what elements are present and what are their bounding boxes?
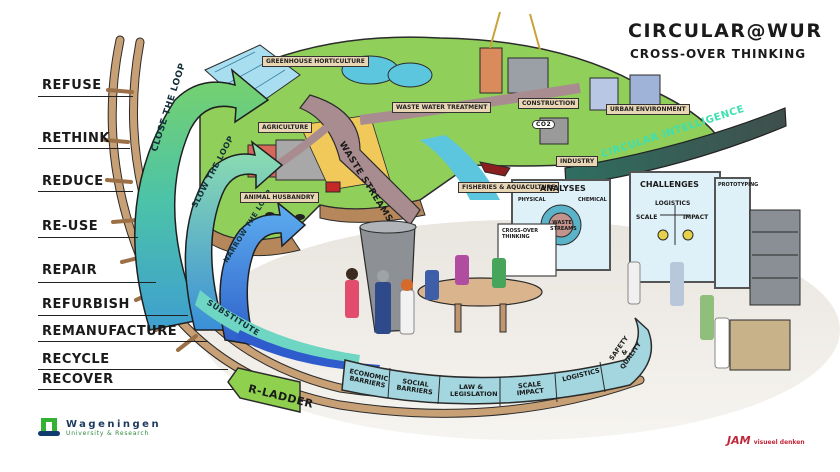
close-the-loop-arrow	[134, 68, 270, 331]
rung-recycle: Recycle	[42, 352, 110, 367]
rung-line	[38, 389, 233, 390]
rung-line	[38, 96, 133, 97]
rung-refuse: Refuse	[42, 78, 102, 93]
jam-rest: visueel denken	[753, 439, 805, 446]
tag-greenhouse: Greenhouse horticulture	[262, 56, 369, 67]
co2-cloud: CO2	[532, 120, 556, 129]
analyses-title: Analyses	[540, 184, 586, 193]
lab-area	[729, 209, 801, 371]
tag-construction: Construction	[518, 98, 580, 109]
prototyping-board	[714, 177, 751, 289]
tag-waste-water: Waste water treatment	[392, 102, 492, 113]
page-subtitle: Cross-over thinking	[630, 47, 807, 61]
people	[345, 255, 730, 369]
challenges-scale: Scale	[636, 214, 658, 221]
circular-intelligence-banner	[564, 107, 787, 187]
rung-line	[38, 369, 228, 370]
rung-rethink: Rethink	[42, 131, 110, 146]
analyses-physical: Physical	[518, 197, 546, 203]
wageningen-logo: Wageningen University & Research	[38, 418, 161, 438]
crossover-title: Cross-over thinking	[502, 228, 539, 240]
rung-line	[38, 315, 188, 316]
rung-line	[38, 282, 156, 283]
challenges-title: Challenges	[640, 180, 699, 189]
rung-remanufacture: Remanufacture	[42, 324, 178, 339]
jam-script: JAM	[727, 434, 751, 447]
tag-industry: Industry	[556, 156, 599, 167]
wur-name: Wageningen	[66, 419, 162, 430]
puzzle-band	[341, 317, 653, 406]
tag-animal-husbandry: Animal husbandry	[240, 192, 319, 203]
wur-logo-icon	[38, 418, 60, 438]
rung-recover: Recover	[42, 372, 114, 387]
substitute-band	[195, 290, 380, 372]
rung-line	[38, 341, 208, 342]
prototyping-title: Prototyping	[718, 182, 759, 188]
rung-re-use: Re-use	[42, 219, 99, 234]
crossover-board	[497, 223, 557, 277]
rung-line	[38, 237, 138, 238]
rung-line	[38, 148, 130, 149]
page-title: Circular@WUR	[628, 20, 823, 42]
rung-repair: Repair	[42, 263, 98, 278]
wur-subname: University & Research	[66, 430, 150, 437]
r-ladder-tag	[227, 367, 301, 413]
analyses-chemical: Chemical	[578, 197, 607, 203]
slow-the-loop-arrow	[184, 140, 284, 331]
puzzle-law-legislation: Law & legislation	[450, 383, 498, 398]
analyses-center: Waste streams	[550, 220, 577, 232]
jam-visueel-denken-logo: JAM visueel denken	[727, 434, 805, 447]
rung-refurbish: Refurbish	[42, 297, 130, 312]
rung-line	[38, 191, 133, 192]
challenges-impact: Impact	[683, 214, 709, 221]
challenges-logistics: Logistics	[655, 200, 691, 207]
narrow-the-loop-arrow	[219, 201, 307, 346]
tag-urban: Urban environment	[606, 104, 690, 115]
round-table	[417, 277, 543, 333]
rung-reduce: Reduce	[42, 174, 104, 189]
tag-fisheries: Fisheries & aquaculture	[458, 182, 560, 193]
tag-agriculture: Agriculture	[258, 122, 313, 133]
